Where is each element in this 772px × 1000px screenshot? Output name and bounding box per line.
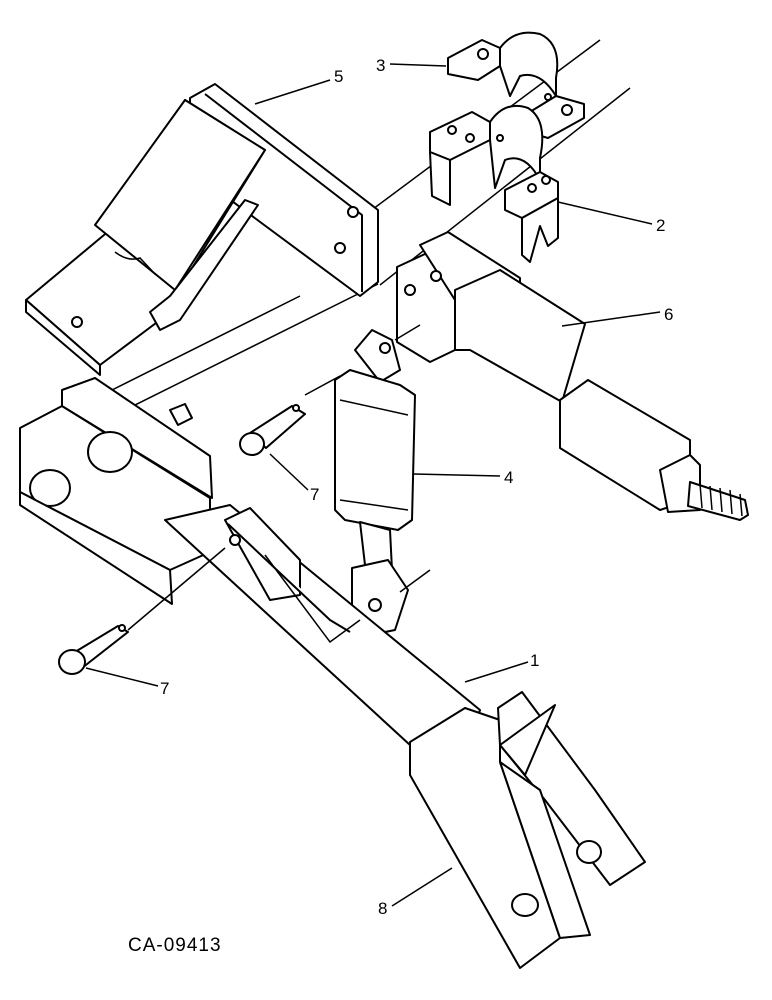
callout-5: 5 bbox=[334, 67, 343, 86]
callout-6: 6 bbox=[664, 305, 673, 324]
callout-8: 8 bbox=[378, 899, 387, 918]
part-1-main-arm bbox=[19, 377, 481, 746]
figure-id: CA-09413 bbox=[128, 935, 222, 956]
callout-1: 1 bbox=[530, 651, 539, 670]
part-5-mounting-plate bbox=[25, 83, 379, 376]
key-block bbox=[169, 403, 193, 426]
callout-7-upper: 7 bbox=[310, 485, 319, 504]
part-6-adjustment-tube bbox=[396, 231, 749, 521]
callout-4: 4 bbox=[504, 468, 513, 487]
part-7-pin-lower bbox=[58, 547, 226, 675]
part-4-hydraulic-cylinder bbox=[334, 324, 431, 636]
part-7-pin-upper bbox=[239, 375, 341, 456]
callout-7-lower: 7 bbox=[160, 679, 169, 698]
part-2-u-bracket bbox=[429, 104, 559, 263]
part-8-clevis-end bbox=[409, 691, 646, 969]
leader-lines bbox=[85, 63, 661, 907]
callout-3: 3 bbox=[376, 56, 385, 75]
callout-2: 2 bbox=[656, 216, 665, 235]
